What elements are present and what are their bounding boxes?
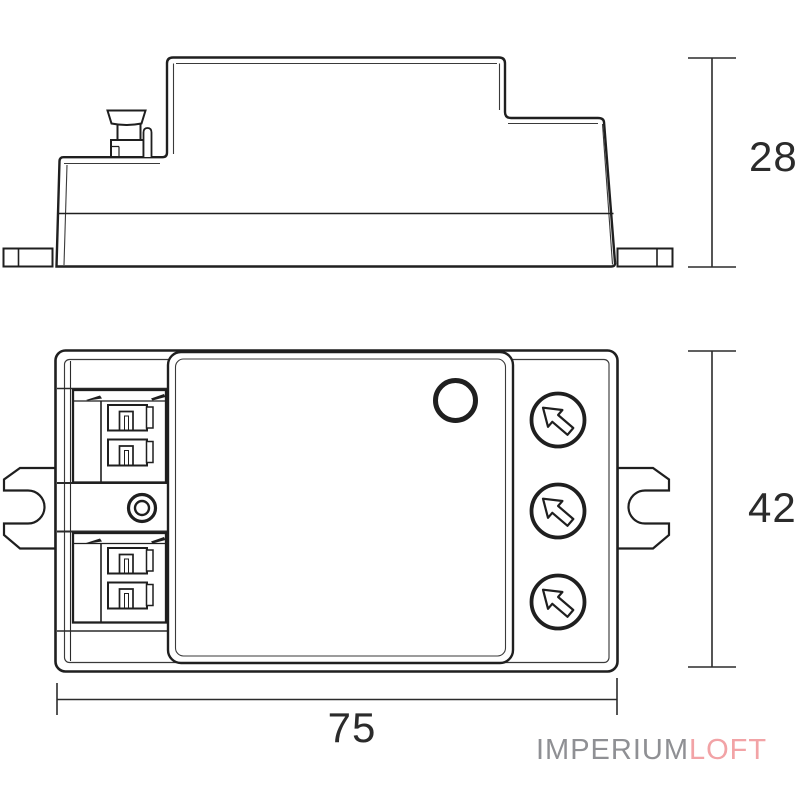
dial-arrow-icon [541, 588, 575, 618]
mounting-foot-left [2, 247, 54, 268]
brand-primary: IMPERIUM [536, 734, 689, 766]
wire-clip [106, 109, 153, 158]
wire-port [107, 404, 154, 432]
release-lever-icon [151, 537, 166, 544]
central-lid [166, 350, 515, 665]
adjustment-dial-top [529, 391, 587, 449]
watermark: IMPERIUMLOFT [536, 734, 767, 767]
front-view [2, 349, 671, 673]
terminal-block-bottom [71, 531, 168, 624]
release-lever-icon [86, 538, 102, 544]
side-view [2, 56, 674, 268]
side-inner-lines [63, 62, 614, 266]
side-body-outline [55, 56, 617, 268]
dimension-width [56, 678, 618, 715]
wire-port [107, 581, 154, 610]
mounting-ear-right [616, 466, 671, 550]
central-lid-inner-line [174, 358, 507, 657]
release-lever-icon [86, 395, 102, 401]
brand-secondary: LOFT [689, 734, 768, 766]
mounting-ear-left [2, 466, 57, 550]
screw-head-icon [126, 492, 158, 524]
led-indicator-icon [433, 378, 478, 423]
dimension-label-height: 42 [748, 484, 797, 531]
dimension-label-depth: 28 [749, 133, 798, 180]
adjustment-dial-bottom [529, 573, 587, 631]
dial-arrow-icon [541, 406, 575, 436]
dimension-height [688, 350, 736, 668]
release-lever-icon [151, 394, 166, 401]
wire-port [107, 547, 154, 575]
dimension-label-width: 75 [328, 704, 377, 751]
dial-arrow-icon [541, 497, 575, 527]
adjustment-dial-middle [529, 482, 587, 540]
mounting-foot-right [616, 247, 674, 268]
dimension-depth [688, 57, 736, 268]
wire-port [107, 438, 154, 467]
terminal-block-top [71, 388, 168, 484]
